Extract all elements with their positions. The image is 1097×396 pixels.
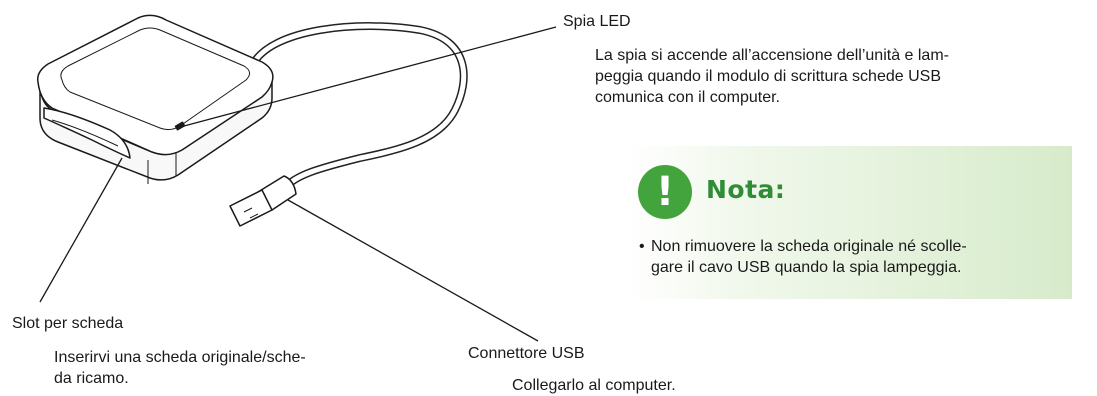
card-writer-device [36, 14, 274, 184]
note-bullet: • [639, 238, 645, 255]
exclamation-icon: ! [638, 165, 692, 219]
usb-connector-description: Collegarlo al computer. [512, 377, 676, 394]
led-leader-line [183, 26, 557, 127]
led-label: Spia LED [563, 13, 631, 30]
slot-label: Slot per scheda [12, 315, 124, 332]
usb-connector-label: Connettore USB [468, 345, 585, 362]
led-description: La spia si accende all’accensione dell’u… [595, 47, 949, 106]
slot-leader-line [39, 157, 123, 303]
note-text: Non rimuovere la scheda originale né sco… [651, 238, 967, 276]
usb-plug [229, 175, 297, 227]
usb-cable [248, 22, 468, 192]
usb-leader-line [287, 199, 539, 342]
note-box: ! Nota: • Non rimuovere la scheda origin… [628, 146, 1072, 299]
slot-description: Inserirvi una scheda originale/sche- da … [54, 349, 306, 387]
note-title: Nota: [706, 175, 786, 204]
